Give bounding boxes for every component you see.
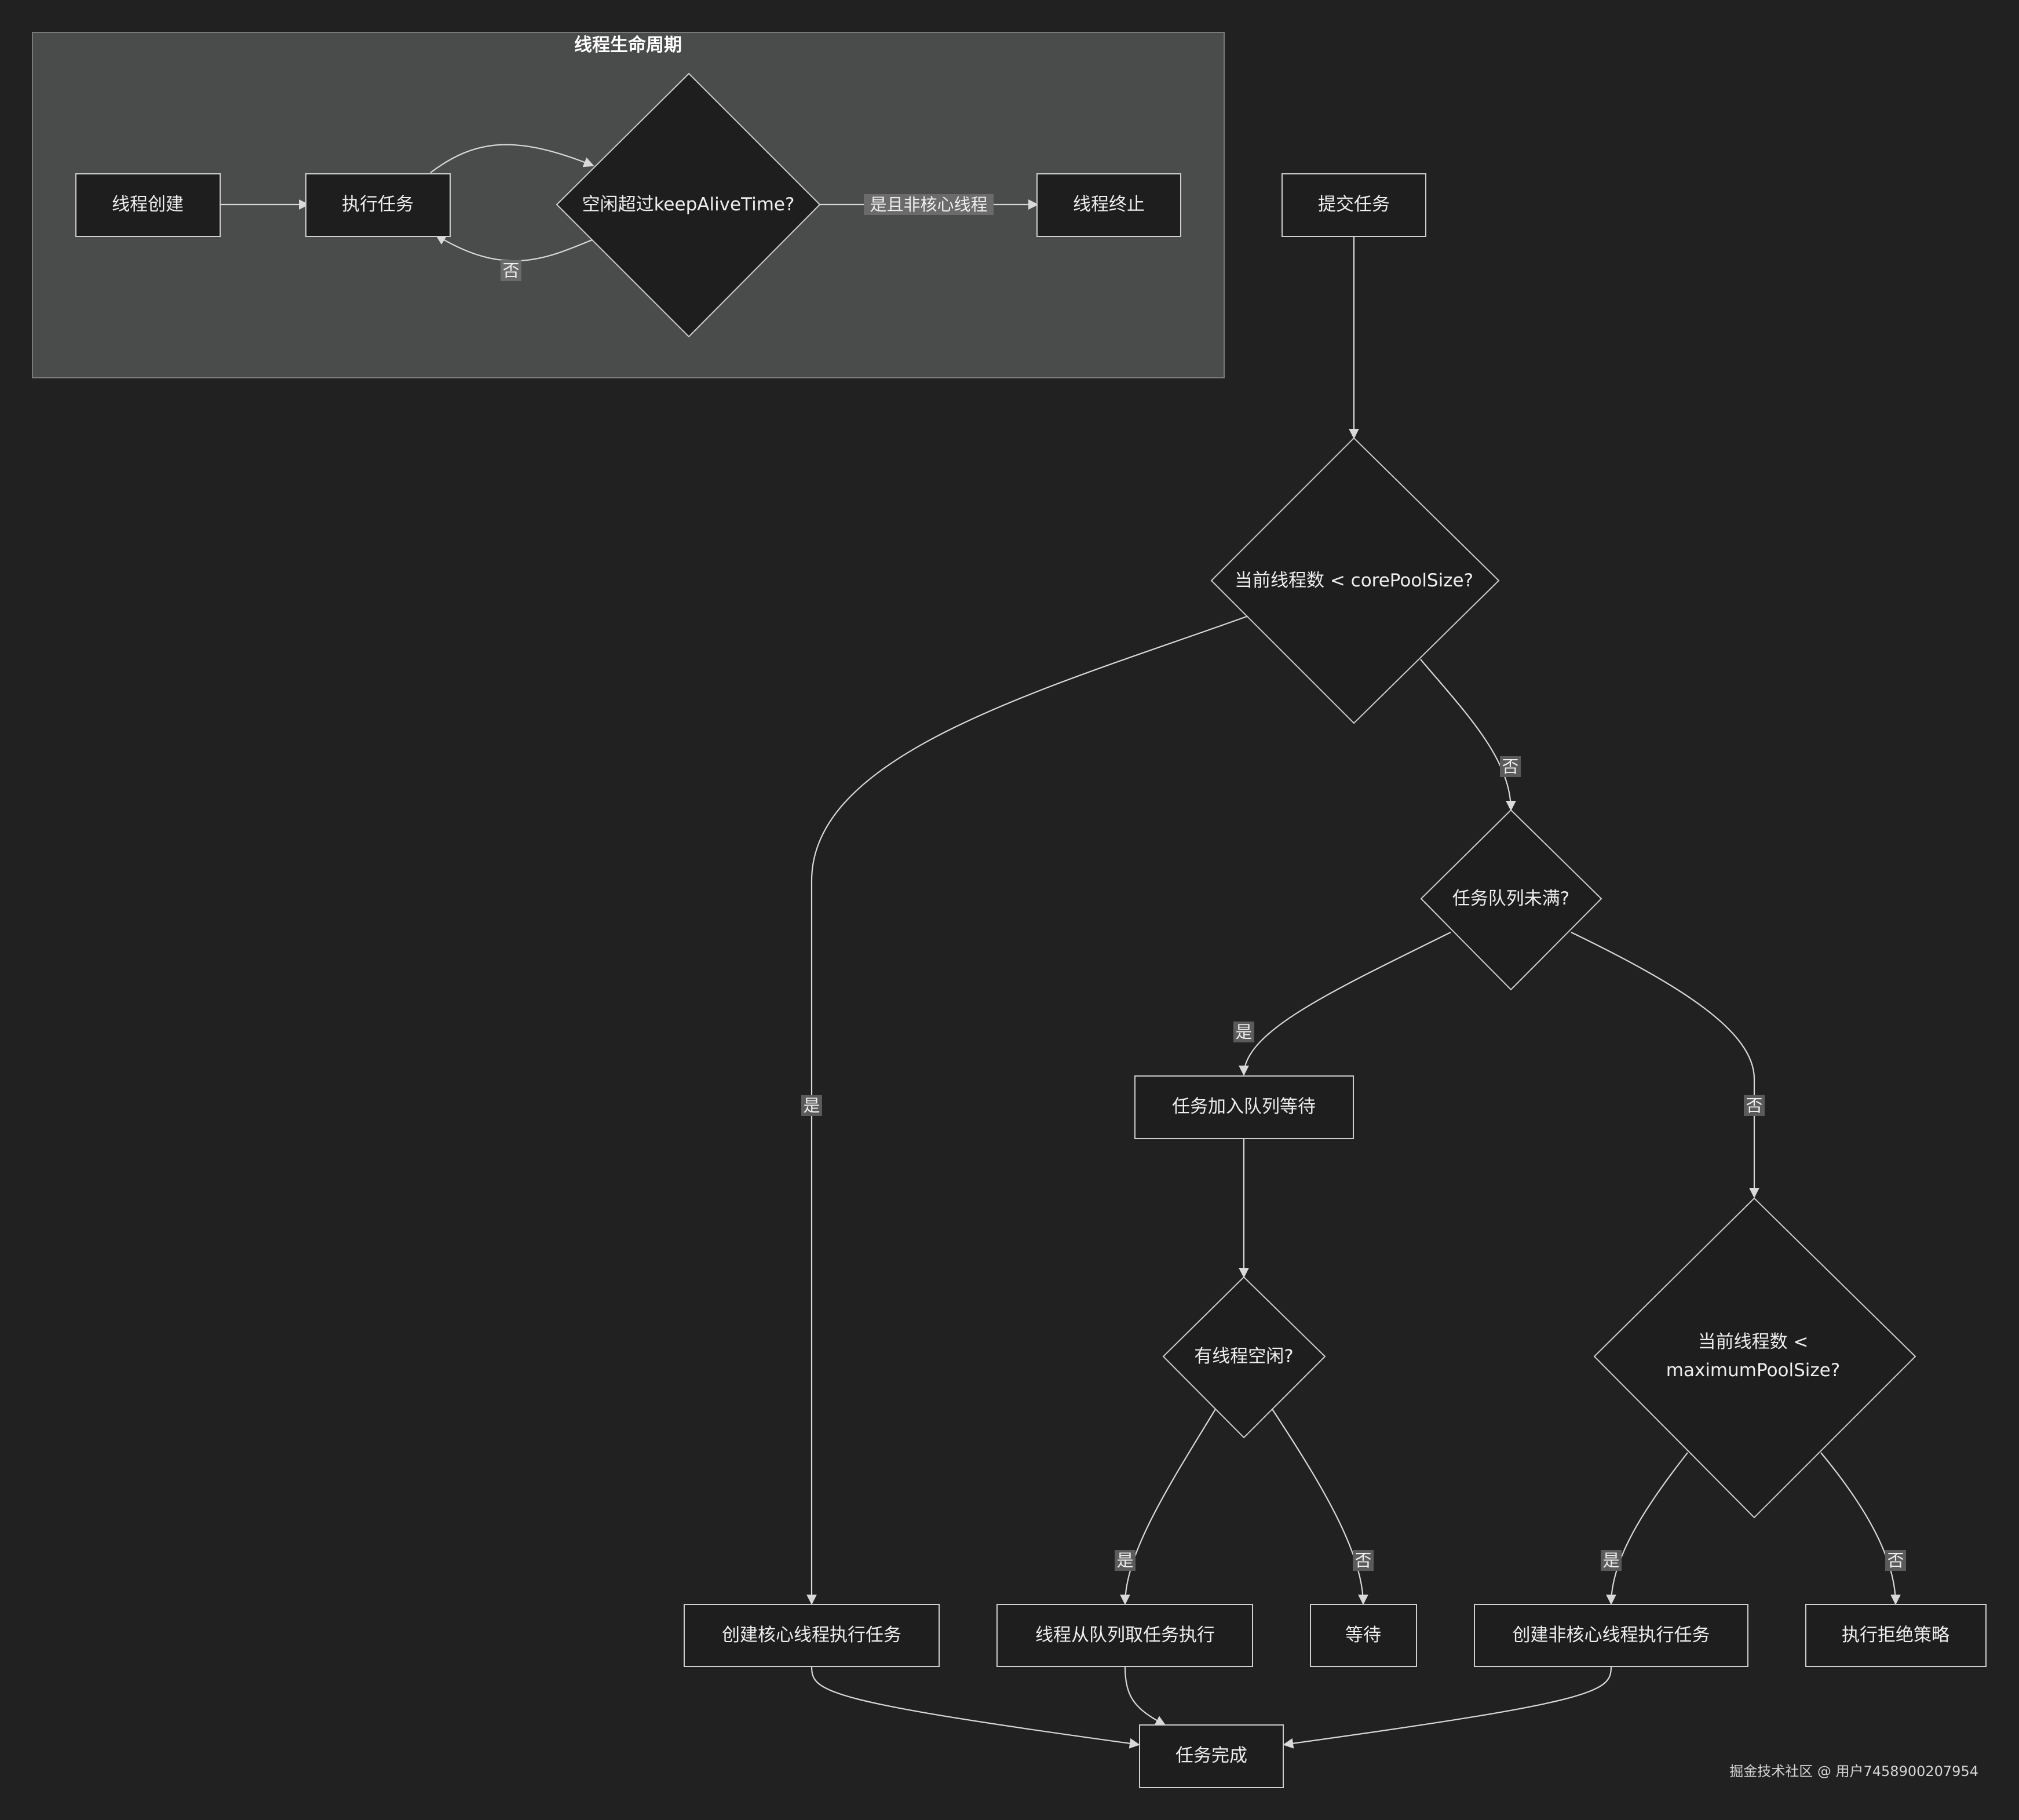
svg-text:线程创建: 线程创建: [112, 194, 184, 215]
node-idle-check: 空闲超过keepAliveTime?: [556, 72, 821, 338]
svg-text:线程终止: 线程终止: [1073, 194, 1145, 215]
node-create-core: 创建核心线程执行任务: [684, 1604, 940, 1667]
svg-text:线程从队列取任务执行: 线程从队列取任务执行: [1035, 1625, 1215, 1646]
svg-text:是: 是: [1602, 1551, 1619, 1570]
svg-text:是: 是: [1116, 1551, 1133, 1570]
edge-queue-no-to-max-check: [1571, 932, 1759, 1198]
edge-label-queue-yes: 是: [1233, 1022, 1254, 1042]
edge-max-no-to-reject: [1820, 1452, 1901, 1605]
svg-text:否: 否: [1502, 757, 1518, 776]
edges: [220, 144, 1901, 1749]
svg-text:执行任务: 执行任务: [342, 194, 414, 215]
node-wait: 等待: [1310, 1604, 1417, 1667]
edge-idle-thread-no-to-wait: [1272, 1409, 1368, 1605]
edge-label-max-no: 否: [1885, 1550, 1906, 1571]
edge-labels: 否 是且非核心线程 是 否 是 否 是 否: [501, 194, 1906, 1571]
node-idle-thread-check: 有线程空闲?: [1162, 1276, 1326, 1439]
svg-text:创建非核心线程执行任务: 创建非核心线程执行任务: [1513, 1625, 1710, 1646]
svg-text:当前线程数 <: 当前线程数 <: [1698, 1332, 1809, 1352]
edge-create-noncore-to-done: [1283, 1666, 1612, 1749]
node-reject: 执行拒绝策略: [1805, 1604, 1987, 1667]
node-execute-task: 执行任务: [305, 173, 451, 237]
svg-text:等待: 等待: [1345, 1625, 1381, 1646]
cluster-title: 线程生命周期: [574, 35, 682, 56]
edge-create-core-to-done: [810, 1666, 1140, 1749]
edge-idle-thread-yes-to-take: [1120, 1409, 1216, 1605]
edge-label-core-no: 否: [1500, 756, 1521, 777]
svg-text:任务队列未满?: 任务队列未满?: [1452, 888, 1569, 909]
node-enqueue: 任务加入队列等待: [1134, 1075, 1354, 1139]
edge-label-idle-thread-yes: 是: [1115, 1550, 1136, 1571]
svg-text:创建核心线程执行任务: 创建核心线程执行任务: [722, 1625, 901, 1646]
node-take-from-queue: 线程从队列取任务执行: [996, 1604, 1253, 1667]
edge-queue-yes-to-enqueue: [1239, 932, 1451, 1076]
edge-label-idle-no: 否: [501, 260, 521, 281]
node-create-noncore: 创建非核心线程执行任务: [1474, 1604, 1748, 1667]
edge-execute-to-idle-check: [430, 144, 594, 173]
node-submit-task: 提交任务: [1282, 173, 1426, 237]
edge-label-max-yes: 是: [1601, 1550, 1622, 1571]
watermark: 掘金技术社区 @ 用户7458900207954: [1729, 1763, 1978, 1779]
node-thread-create: 线程创建: [75, 173, 221, 237]
svg-text:否: 否: [1354, 1551, 1371, 1570]
svg-text:有线程空闲?: 有线程空闲?: [1194, 1346, 1293, 1367]
node-queue-check: 任务队列未满?: [1420, 809, 1602, 991]
node-thread-terminate: 线程终止: [1036, 173, 1181, 237]
node-max-check: 当前线程数 < maximumPoolSize?: [1593, 1197, 1916, 1519]
svg-text:maximumPoolSize?: maximumPoolSize?: [1666, 1360, 1840, 1381]
edge-idle-no-to-execute: [435, 235, 593, 262]
svg-text:否: 否: [1746, 1096, 1762, 1115]
edge-label-core-yes: 是: [801, 1095, 822, 1116]
svg-text:否: 否: [502, 261, 519, 280]
node-core-check: 当前线程数 < corePoolSize?: [1210, 437, 1500, 724]
svg-text:任务完成: 任务完成: [1175, 1745, 1247, 1766]
edge-core-no-to-queue-check: [1420, 659, 1516, 811]
edge-take-to-done: [1124, 1666, 1166, 1726]
nodes: 线程创建 执行任务 空闲超过keepAliveTime? 线程终止 提交任务 当…: [75, 72, 1987, 1788]
edge-max-yes-to-create-noncore: [1606, 1452, 1688, 1605]
edge-label-idle-yes-noncore: 是且非核心线程: [864, 194, 994, 215]
edge-label-queue-no: 否: [1744, 1095, 1765, 1116]
svg-text:提交任务: 提交任务: [1318, 194, 1390, 215]
svg-text:执行拒绝策略: 执行拒绝策略: [1842, 1625, 1949, 1646]
edge-label-idle-thread-no: 否: [1353, 1550, 1374, 1571]
svg-text:空闲超过keepAliveTime?: 空闲超过keepAliveTime?: [582, 194, 795, 215]
svg-text:是且非核心线程: 是且非核心线程: [870, 195, 987, 214]
svg-text:否: 否: [1887, 1551, 1904, 1570]
svg-text:是: 是: [1235, 1022, 1252, 1042]
svg-text:当前线程数 < corePoolSize?: 当前线程数 < corePoolSize?: [1235, 570, 1473, 591]
svg-text:是: 是: [803, 1096, 820, 1115]
svg-text:任务加入队列等待: 任务加入队列等待: [1172, 1096, 1316, 1117]
node-task-done: 任务完成: [1139, 1724, 1284, 1788]
edge-core-yes-to-create-core: [806, 615, 1247, 1605]
